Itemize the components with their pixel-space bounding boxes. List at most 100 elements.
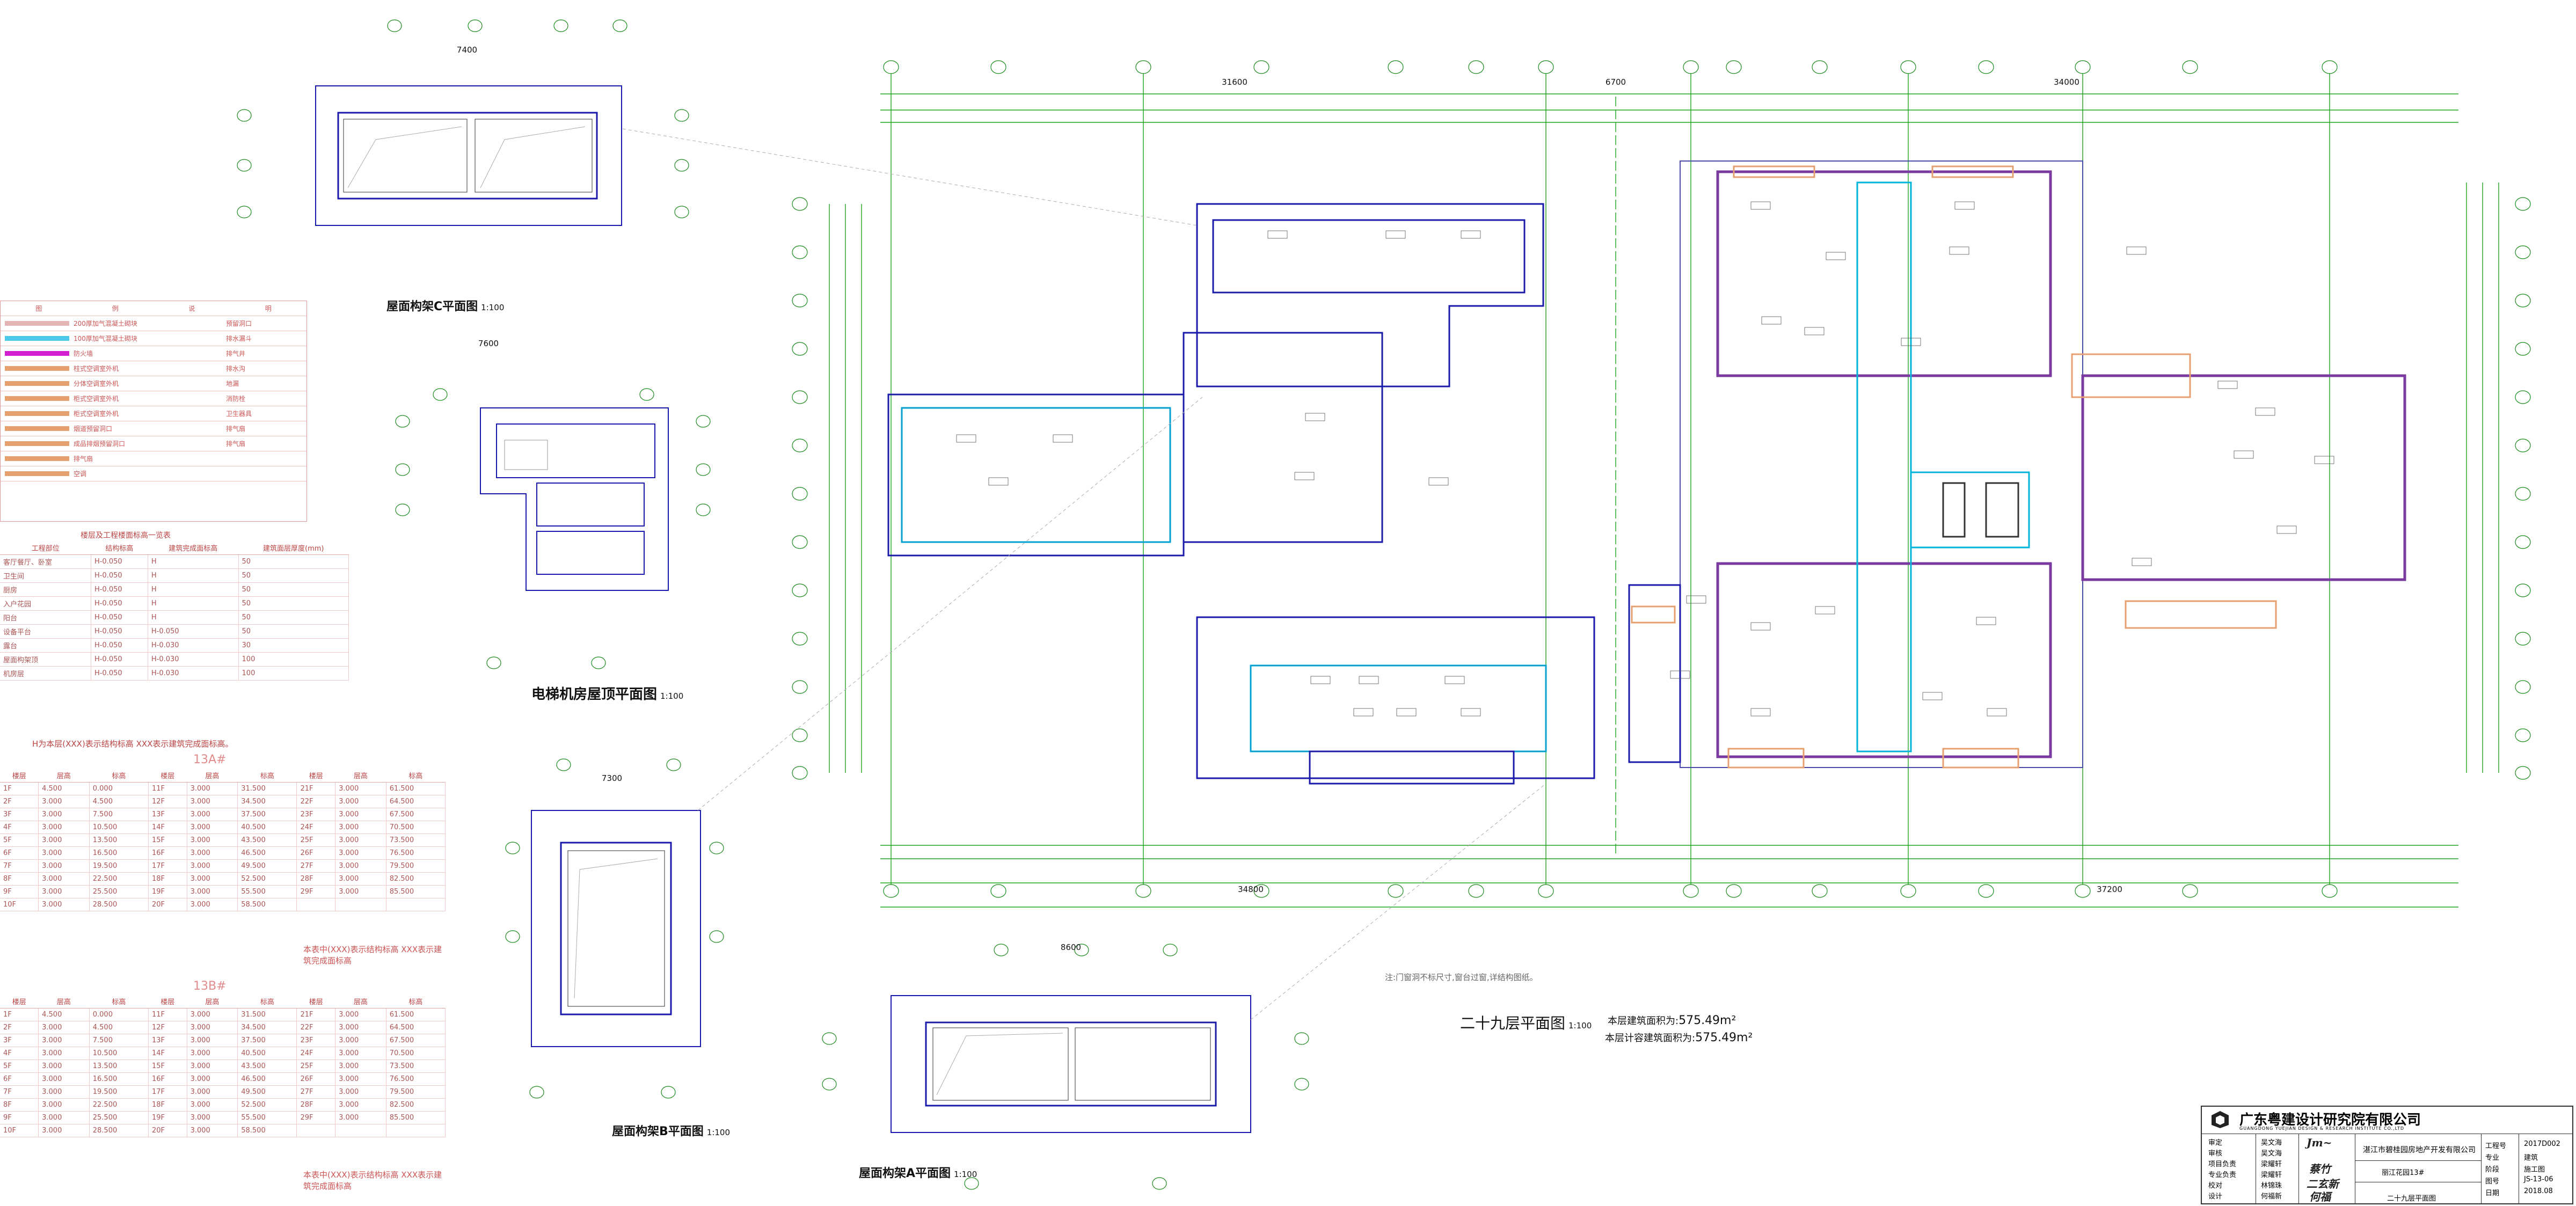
axis-bubble xyxy=(433,388,448,401)
table-cell: 28.500 xyxy=(89,1124,149,1137)
table-cell: 28.500 xyxy=(89,898,149,911)
room-tag xyxy=(1294,472,1315,480)
axis-bubble xyxy=(990,884,1006,898)
table-cell: 1F xyxy=(0,782,39,795)
table-cell: 22.500 xyxy=(89,1098,149,1112)
table-cell: 64.500 xyxy=(386,795,446,808)
table-cell: 3.000 xyxy=(38,872,90,886)
table-header: 楼层 xyxy=(148,769,187,783)
floor-table-13a-title: 13A# xyxy=(193,753,227,766)
table-cell: 43.500 xyxy=(237,1059,297,1073)
table-cell: 3.000 xyxy=(187,1059,238,1073)
legend-row: 分体空调室外机地漏 xyxy=(1,376,307,391)
table-cell: 厨房 xyxy=(0,582,91,597)
axis-bubble xyxy=(1163,944,1178,956)
company-logo-icon xyxy=(2212,1111,2229,1128)
table-cell: H-0.050 xyxy=(91,666,148,681)
axis-bubble xyxy=(2515,728,2531,742)
table-cell: 16F xyxy=(148,846,187,860)
table-cell: 3.000 xyxy=(335,872,386,886)
table-cell: 6F xyxy=(0,846,39,860)
legend-label: 排气扇 xyxy=(226,425,246,433)
table-cell: 9F xyxy=(0,885,39,898)
table-header: 标高 xyxy=(386,995,446,1008)
title-block-rule xyxy=(2298,1134,2299,1203)
room-tag xyxy=(1901,338,1921,346)
title-block-person: 何福新 xyxy=(2261,1193,2282,1201)
axis-bubble xyxy=(696,503,711,516)
room-tag xyxy=(1359,676,1379,684)
table-cell: H-0.050 xyxy=(91,652,148,667)
dimension-label: 7300 xyxy=(602,773,622,783)
legend-row: 烟道预留洞口排气扇 xyxy=(1,421,307,436)
legend-label: 卫生器具 xyxy=(226,410,252,418)
table-cell: 阳台 xyxy=(0,610,91,625)
legend-row: 成品排烟预留洞口排气扇 xyxy=(1,436,307,451)
table-header: 标高 xyxy=(89,995,149,1008)
table-cell: 28F xyxy=(296,1098,336,1112)
table-header: 楼层 xyxy=(148,995,187,1008)
table-cell: 0.000 xyxy=(89,782,149,795)
axis-bubble xyxy=(395,415,410,428)
axis-bubble xyxy=(1468,884,1484,898)
table-cell: 26F xyxy=(296,846,336,860)
table-cell: 2F xyxy=(0,1021,39,1034)
room-tag xyxy=(1461,708,1481,717)
title-block-role: 设计 xyxy=(2208,1193,2223,1201)
axis-bubble xyxy=(1152,1177,1167,1190)
axis-bubble xyxy=(395,503,410,516)
table-cell: H-0.050 xyxy=(91,596,148,611)
axis-bubble xyxy=(792,342,808,356)
table-cell: 10F xyxy=(0,1124,39,1137)
axis-bubble xyxy=(1812,60,1828,74)
table-cell: 13F xyxy=(148,1034,187,1047)
table-cell: 入户花园 xyxy=(0,596,91,611)
table-cell: 3.000 xyxy=(38,885,90,898)
table-cell: H-0.050 xyxy=(91,568,148,583)
table-cell: 3.000 xyxy=(187,859,238,873)
table-cell: 10.500 xyxy=(89,1047,149,1060)
table-cell: 屋面构架顶 xyxy=(0,652,91,667)
table-cell: 3.000 xyxy=(187,1008,238,1021)
table-cell: 37.500 xyxy=(237,808,297,821)
table-cell: 3.000 xyxy=(335,885,386,898)
company-name-en: GUANGDONG YUEJIAN DESIGN & RESEARCH INST… xyxy=(2239,1126,2405,1131)
signature-4: 何福 xyxy=(2309,1190,2331,1203)
table-cell: 3.000 xyxy=(335,834,386,847)
table-cell: 26F xyxy=(296,1072,336,1086)
table-cell: 18F xyxy=(148,1098,187,1112)
table-cell: H xyxy=(148,554,239,569)
room-tag xyxy=(956,434,976,443)
table-cell xyxy=(335,898,386,911)
table-cell: 3F xyxy=(0,1034,39,1047)
axis-bubble xyxy=(1978,60,1994,74)
table-cell: 1F xyxy=(0,1008,39,1021)
floor-table-13a-footnote: 本表中(XXX)表示结构标高 XXX表示建筑完成面标高 xyxy=(303,945,442,966)
table-header: 工程部位 xyxy=(0,541,91,555)
legend-swatch xyxy=(5,351,69,356)
table-cell: 4F xyxy=(0,821,39,834)
title-block-person: 梁耀轩 xyxy=(2261,1160,2282,1168)
axis-bubble xyxy=(792,583,808,597)
axis-bubble xyxy=(792,487,808,501)
room-tags xyxy=(956,201,2334,717)
axis-bubble xyxy=(1538,60,1554,74)
room-tag xyxy=(1353,708,1374,717)
table-cell: 5F xyxy=(0,1059,39,1073)
table-cell: H-0.050 xyxy=(148,624,239,639)
table-cell: 7F xyxy=(0,859,39,873)
table-cell: 3.000 xyxy=(187,808,238,821)
legend-label: 地漏 xyxy=(226,380,239,388)
axis-bubble xyxy=(2515,487,2531,501)
table-cell: 3.000 xyxy=(187,1047,238,1060)
table-cell: 52.500 xyxy=(237,1098,297,1112)
table-cell: 3.000 xyxy=(38,1047,90,1060)
table-cell: 25.500 xyxy=(89,885,149,898)
